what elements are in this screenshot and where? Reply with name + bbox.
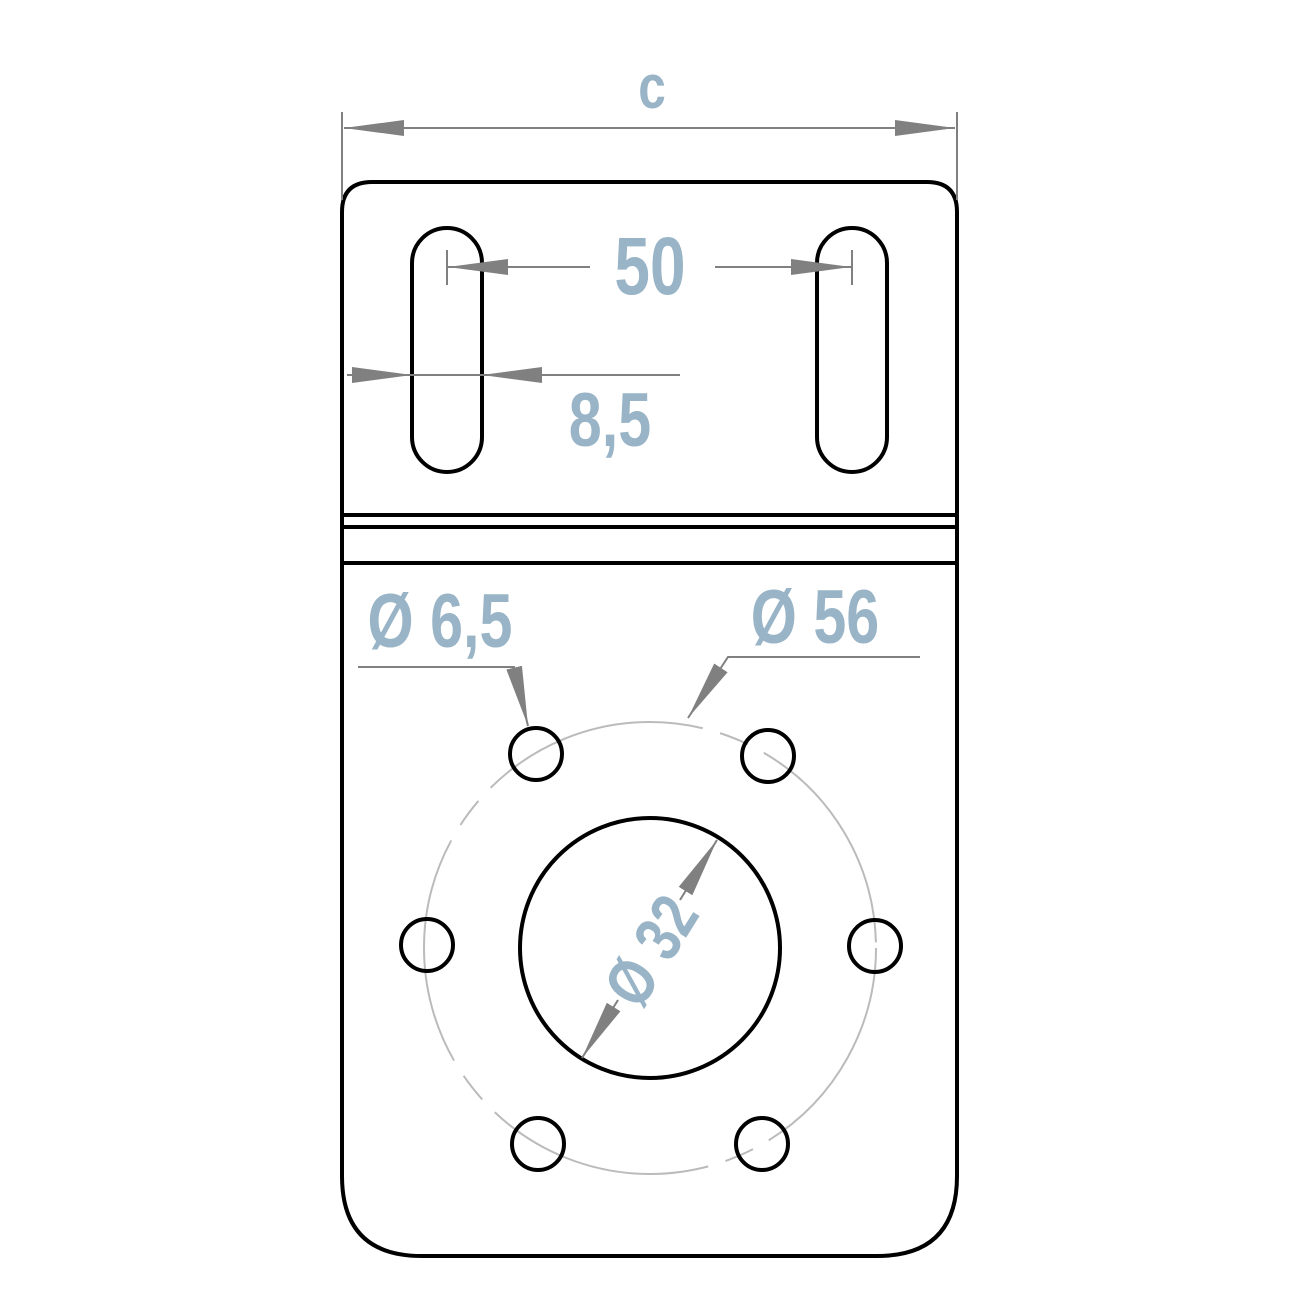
dimension-label-8-5: 8,5: [569, 378, 651, 463]
mounting-hole: [734, 1116, 790, 1172]
dimension-label-hole: Ø 6,5: [368, 579, 513, 664]
mounting-hole: [847, 918, 903, 974]
bolt-circle: [423, 721, 877, 1175]
dimension-label-c: c: [638, 52, 666, 122]
center-bore: [518, 816, 782, 1080]
dimension-label-bolt-circle: Ø 56: [751, 575, 879, 660]
plate-outline: [340, 180, 959, 1258]
dimension-arrow-bore: [678, 839, 718, 901]
slot-left: [410, 226, 484, 474]
mounting-hole: [399, 917, 455, 973]
mounting-hole: [740, 728, 796, 784]
slot-right: [815, 226, 889, 474]
leader-line-hole: [358, 665, 529, 727]
dimension-arrow-bore: [581, 999, 621, 1059]
mounting-hole: [510, 1116, 566, 1172]
dimension-label-bore: Ø 32: [589, 883, 712, 1019]
mounting-hole: [508, 726, 564, 782]
leader-line-bolt-circle: [687, 656, 920, 719]
dimension-label-50: 50: [614, 219, 685, 312]
